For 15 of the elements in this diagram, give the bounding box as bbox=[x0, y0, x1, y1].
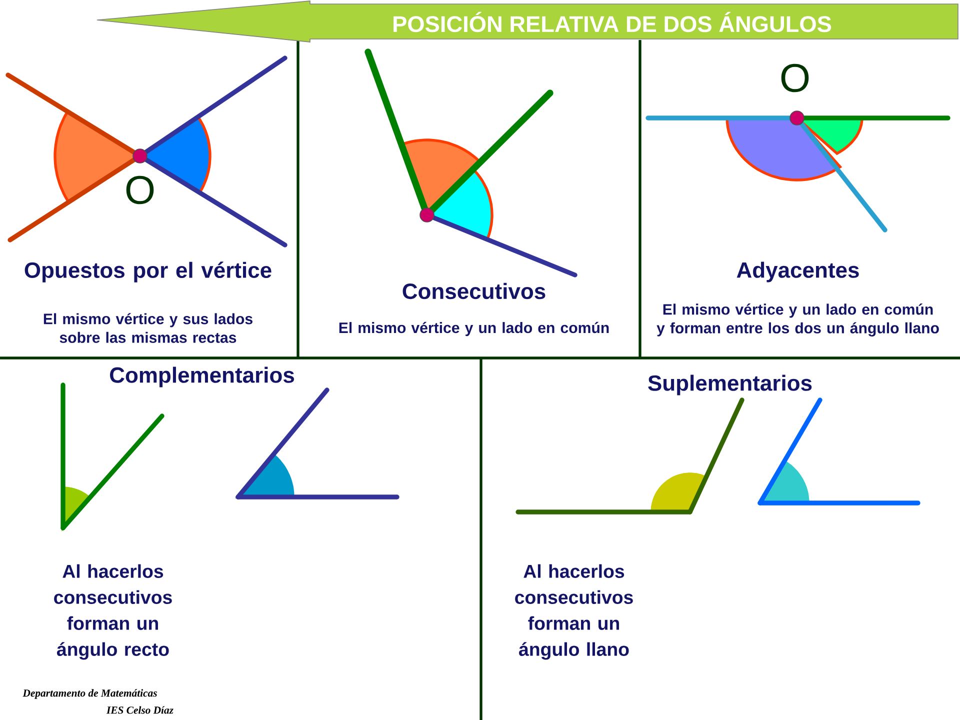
angle-heading: Suplementarios bbox=[648, 374, 812, 396]
angle-heading: Complementarios bbox=[110, 366, 294, 388]
description: El mismo vértice y sus lados sobre las mismas rectas bbox=[44, 313, 252, 343]
vertex-label: O bbox=[781, 64, 809, 92]
description: El mismo vértice y un lado en común bbox=[339, 322, 609, 336]
angle-heading: Adyacentes bbox=[736, 262, 859, 282]
angle-heading: Consecutivos bbox=[402, 282, 546, 300]
description: Al hacerlos consecutivos forman un ángulo recto bbox=[54, 564, 172, 660]
title-banner: POSICIÓN RELATIVA DE DOS ÁNGULOS bbox=[96, 0, 958, 42]
footer-text: Departamento de Matemáticas bbox=[22, 689, 157, 699]
angle-heading: Opuestos por el vértice bbox=[24, 262, 272, 282]
footer-text: IES Celso Díaz bbox=[106, 706, 174, 714]
description: El mismo vértice y un lado en común y forman entre los dos un ángulo llano bbox=[656, 304, 939, 336]
description: Al hacerlos consecutivos forman un ángulo llano bbox=[515, 564, 633, 660]
vertex-label: O bbox=[126, 176, 154, 204]
